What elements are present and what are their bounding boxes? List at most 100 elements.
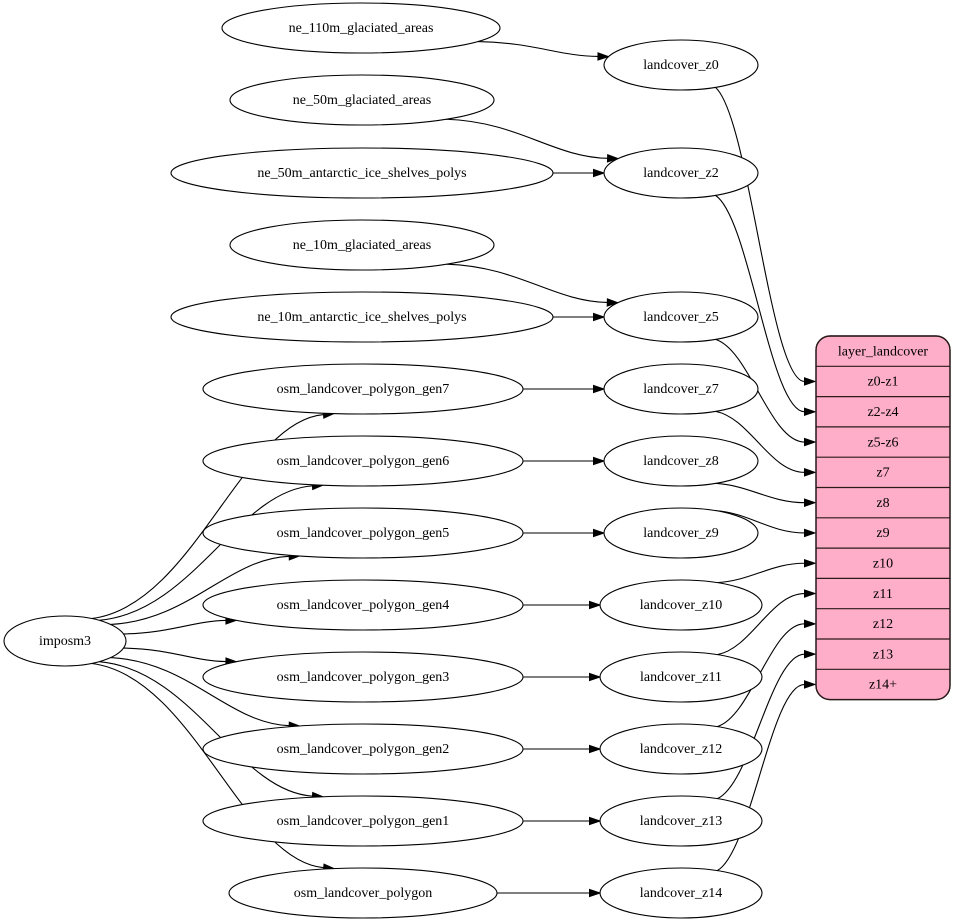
landcover-node-ellipse (603, 435, 759, 487)
node-ne_50m_antarctic_ice_shelves_polys[interactable]: ne_50m_antarctic_ice_shelves_polys (170, 147, 554, 199)
node-ne_50m_glaciated_areas[interactable]: ne_50m_glaciated_areas (229, 74, 495, 126)
nodes-layer: imposm3 ne_110m_glaciated_areas ne_50m_gla… (3, 2, 763, 919)
record-header-label: layer_landcover (838, 344, 929, 359)
record-row-z8[interactable]: z8 (876, 496, 889, 511)
edge-landcover_z12-to-layer_landcover-z12 (717, 623, 805, 728)
node-landcover_z5[interactable]: landcover_z5 (603, 291, 759, 343)
landcover-node-ellipse (599, 579, 763, 631)
node-label: landcover_z12 (640, 742, 722, 757)
record-row-z13[interactable]: z13 (873, 647, 893, 662)
record-row-z7[interactable]: z7 (876, 466, 889, 481)
node-ne_110m_glaciated_areas[interactable]: ne_110m_glaciated_areas (221, 2, 501, 54)
node-landcover_z10[interactable]: landcover_z10 (599, 579, 763, 631)
natural-earth-node-ellipse (221, 2, 501, 54)
node-landcover_z11[interactable]: landcover_z11 (599, 651, 763, 703)
node-label: ne_50m_glaciated_areas (293, 93, 431, 108)
edge-arrowhead (589, 672, 602, 682)
record-row-z0-z1[interactable]: z0-z1 (867, 375, 898, 390)
edge-arrowhead (589, 600, 602, 610)
osm-node-ellipse (228, 867, 498, 919)
record-row-z2-z4[interactable]: z2-z4 (867, 405, 898, 420)
record-node-layer: layer_landcover z0-z1 z2-z4 z5-z6 z7 z8 z9 z10 z… (815, 335, 951, 701)
edge-arrowhead (597, 52, 611, 61)
edge-arrowhead (589, 744, 602, 754)
edge-arrowhead (804, 680, 817, 689)
edge-imposm3-to-osm_landcover_polygon_gen5 (110, 555, 290, 625)
node-osm_landcover_polygon[interactable]: osm_landcover_polygon (228, 867, 498, 919)
record-row-z5-z6[interactable]: z5-z6 (867, 435, 898, 450)
node-landcover_z7[interactable]: landcover_z7 (603, 363, 759, 415)
node-osm_landcover_polygon_gen2[interactable]: osm_landcover_polygon_gen2 (202, 723, 524, 775)
natural-earth-node-ellipse (229, 219, 495, 271)
edge-arrowhead (589, 888, 602, 898)
node-ne_10m_glaciated_areas[interactable]: ne_10m_glaciated_areas (229, 219, 495, 271)
landcover-node-ellipse (603, 363, 759, 415)
node-label: landcover_z0 (643, 58, 718, 73)
edge-arrowhead (804, 437, 817, 447)
edge-ne_50m_glaciated_areas-to-landcover_z2 (446, 118, 608, 159)
edge-arrowhead (593, 384, 606, 394)
record-row-z9[interactable]: z9 (876, 526, 889, 541)
node-osm_landcover_polygon_gen4[interactable]: osm_landcover_polygon_gen4 (202, 579, 524, 631)
node-label: osm_landcover_polygon_gen7 (277, 382, 450, 397)
node-label: ne_50m_antarctic_ice_shelves_polys (257, 166, 466, 181)
edge-arrowhead (804, 649, 817, 659)
edge-imposm3-to-osm_landcover_polygon_gen4 (123, 619, 226, 635)
edge-landcover_z9-to-layer_landcover-z9 (715, 510, 805, 534)
record-row-z14-[interactable]: z14+ (869, 678, 897, 693)
edge-imposm3-to-osm_landcover_polygon_gen1 (99, 661, 313, 797)
node-osm_landcover_polygon_gen1[interactable]: osm_landcover_polygon_gen1 (202, 795, 524, 847)
osm-node-ellipse (202, 363, 524, 415)
node-osm_landcover_polygon_gen6[interactable]: osm_landcover_polygon_gen6 (202, 435, 524, 487)
record-row-z12[interactable]: z12 (873, 617, 893, 632)
node-label: landcover_z7 (643, 382, 718, 397)
node-landcover_z9[interactable]: landcover_z9 (603, 507, 759, 559)
edge-imposm3-to-osm_landcover_polygon_gen6 (99, 485, 313, 621)
node-osm_landcover_polygon_gen5[interactable]: osm_landcover_polygon_gen5 (202, 507, 524, 559)
node-label: landcover_z8 (643, 454, 718, 469)
node-label: landcover_z9 (643, 526, 718, 541)
record-row-z10[interactable]: z10 (873, 556, 893, 571)
node-landcover_z2[interactable]: landcover_z2 (603, 147, 759, 199)
node-landcover_z0[interactable]: landcover_z0 (603, 39, 759, 91)
osm-node-ellipse (202, 507, 524, 559)
node-label: ne_10m_antarctic_ice_shelves_polys (257, 310, 466, 325)
node-label: osm_landcover_polygon_gen4 (277, 598, 450, 613)
record-node-layer-landcover[interactable]: layer_landcover z0-z1 z2-z4 z5-z6 z7 z8 z9 z10 z… (815, 335, 951, 701)
node-label: landcover_z14 (640, 886, 722, 901)
node-label: osm_landcover_polygon_gen3 (277, 670, 450, 685)
node-imposm3[interactable]: imposm3 (3, 615, 127, 667)
node-landcover_z12[interactable]: landcover_z12 (599, 723, 763, 775)
node-label: landcover_z2 (643, 166, 718, 181)
osm-node-ellipse (202, 723, 524, 775)
node-landcover_z8[interactable]: landcover_z8 (603, 435, 759, 487)
edge-landcover_z0-to-layer_landcover-z0-z1 (715, 86, 805, 382)
edge-arrowhead (804, 498, 817, 507)
edge-arrowhead (589, 816, 602, 826)
node-label: ne_110m_glaciated_areas (289, 21, 434, 36)
edge-arrowhead (804, 377, 817, 386)
node-label: osm_landcover_polygon (294, 886, 432, 901)
edge-ne_10m_glaciated_areas-to-landcover_z5 (446, 263, 608, 304)
edge-imposm3-to-osm_landcover_polygon_gen7 (91, 413, 324, 620)
edge-arrowhead (804, 558, 817, 568)
record-row-z11[interactable]: z11 (873, 587, 893, 602)
edge-landcover_z8-to-layer_landcover-z8 (715, 482, 805, 504)
node-landcover_z14[interactable]: landcover_z14 (599, 867, 763, 919)
natural-earth-node-ellipse (170, 147, 554, 199)
node-ne_10m_antarctic_ice_shelves_polys[interactable]: ne_10m_antarctic_ice_shelves_polys (170, 291, 554, 343)
edges-layer (91, 40, 817, 898)
node-osm_landcover_polygon_gen7[interactable]: osm_landcover_polygon_gen7 (202, 363, 524, 415)
node-osm_landcover_polygon_gen3[interactable]: osm_landcover_polygon_gen3 (202, 651, 524, 703)
edge-arrowhead (804, 468, 817, 477)
node-landcover_z13[interactable]: landcover_z13 (599, 795, 763, 847)
node-label: ne_10m_glaciated_areas (293, 238, 431, 253)
edge-arrowhead (593, 528, 606, 538)
node-label: osm_landcover_polygon_gen2 (277, 742, 450, 757)
record-outline (815, 335, 951, 701)
osm-node-ellipse (202, 651, 524, 703)
node-label: landcover_z10 (640, 598, 722, 613)
edge-arrowhead (593, 456, 606, 466)
